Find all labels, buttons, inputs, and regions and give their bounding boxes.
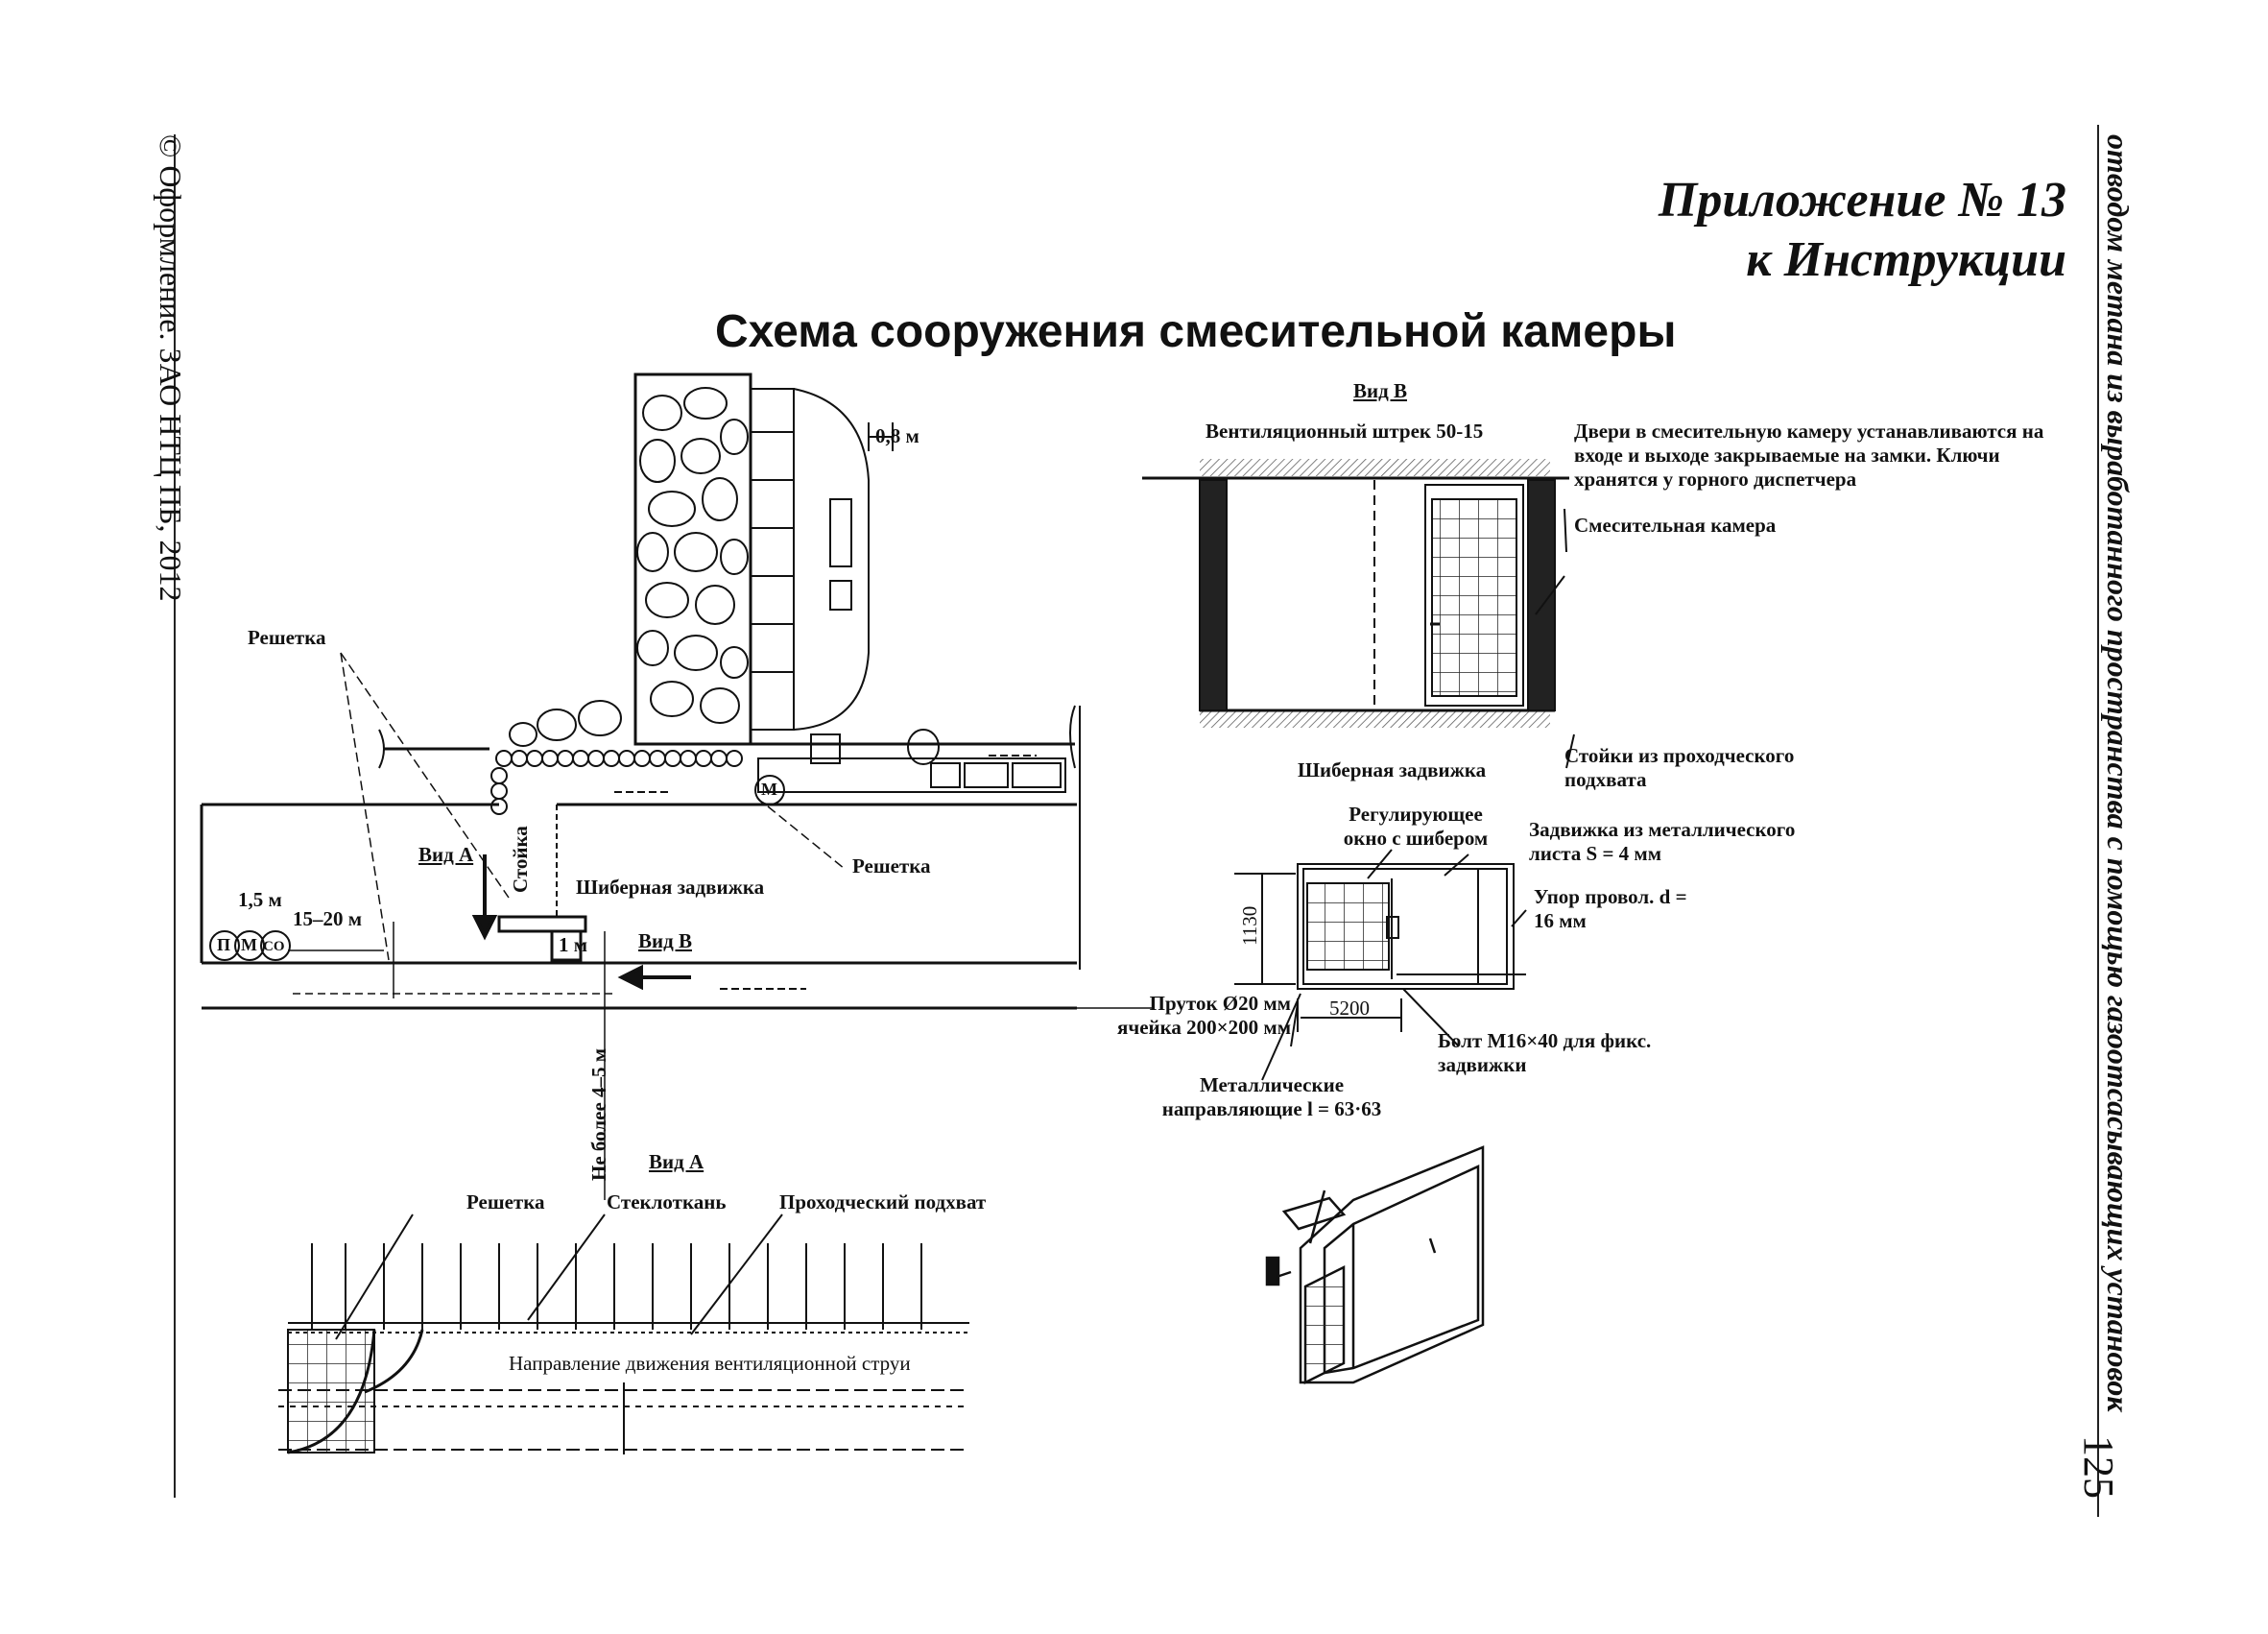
label-bolt: Болт М16×40 для фикс. задвижки	[1438, 1029, 1652, 1076]
label-doors-note: Двери в смесительную камеру устанавливаю…	[1574, 420, 2044, 491]
label-view-b-marker: Вид В	[638, 929, 692, 952]
circle-label-co: СО	[263, 939, 285, 954]
label-dim-1-5: 1,5 м	[238, 888, 282, 911]
label-view-a-marker: Вид А	[418, 843, 474, 866]
label-stoika: Стойка	[509, 826, 532, 893]
label-guides: Металлические направляющие l = 63·63	[1161, 1073, 1382, 1120]
label-posts: Стойки из проходческого подхвата	[1564, 744, 1795, 791]
circle-label-m: М	[241, 935, 257, 954]
label-stop: Упор провол. d = 16 мм	[1534, 885, 1687, 932]
label-airflow: Направление движения вентиляционной стру…	[509, 1352, 911, 1375]
label-reshetka-right: Решетка	[852, 854, 931, 877]
circle-label-p: П	[217, 935, 231, 954]
plan-view	[200, 372, 1152, 1200]
label-view-a-reshetka: Решетка	[466, 1190, 545, 1213]
copyright-vertical: © Оформление. ЗАО НТЦ ПБ, 2012	[154, 134, 188, 602]
page-number: 125	[2075, 1435, 2122, 1499]
label-fiberglass: Стеклоткань	[607, 1190, 727, 1213]
gate-heading: Шиберная задвижка	[1298, 758, 1487, 781]
appendix-heading: Приложение № 13 к Инструкции	[1659, 171, 2066, 290]
label-plate: Задвижка из металлического листа S = 4 м…	[1529, 818, 1796, 865]
label-chamber: Смесительная камера	[1574, 514, 1777, 537]
label-rod: Пруток Ø20 мм ячейка 200×200 мм	[1117, 992, 1291, 1039]
label-dim-0-8: 0,8 м	[875, 424, 919, 447]
appendix-line-1: Приложение № 13	[1658, 173, 2066, 228]
circle-label-m2: М	[761, 780, 777, 799]
label-reshetka-top: Решетка	[248, 626, 326, 649]
gate-drawing	[1234, 849, 1527, 1081]
label-dim-1m: 1 м	[559, 933, 588, 956]
page-title: Схема сооружения смесительной камеры	[715, 306, 1677, 357]
view-a-heading: Вид А	[649, 1150, 704, 1173]
view-b-heading: Вид В	[1353, 379, 1407, 402]
view-b-drawing	[1142, 459, 1575, 769]
label-window: Регулирующее окно с шибером	[1343, 803, 1489, 850]
view-a-drawing	[278, 1213, 969, 1454]
label-dim-15-20: 15–20 м	[293, 907, 363, 930]
label-drift: Вентиляционный штрек 50-15	[1206, 420, 1484, 443]
label-distance-vertical: Не более 4–5 м	[587, 1047, 610, 1181]
appendix-line-2: к Инструкции	[1746, 232, 2066, 287]
running-title-vertical: отводом метана из выработанного простран…	[2101, 134, 2136, 1412]
label-dim-5200: 5200	[1329, 997, 1370, 1020]
label-shiber-plan: Шиберная задвижка	[576, 876, 765, 899]
isometric-drawing	[1265, 1145, 1485, 1385]
label-dim-1130: 1130	[1238, 905, 1261, 946]
label-support: Проходческий подхват	[779, 1190, 987, 1213]
